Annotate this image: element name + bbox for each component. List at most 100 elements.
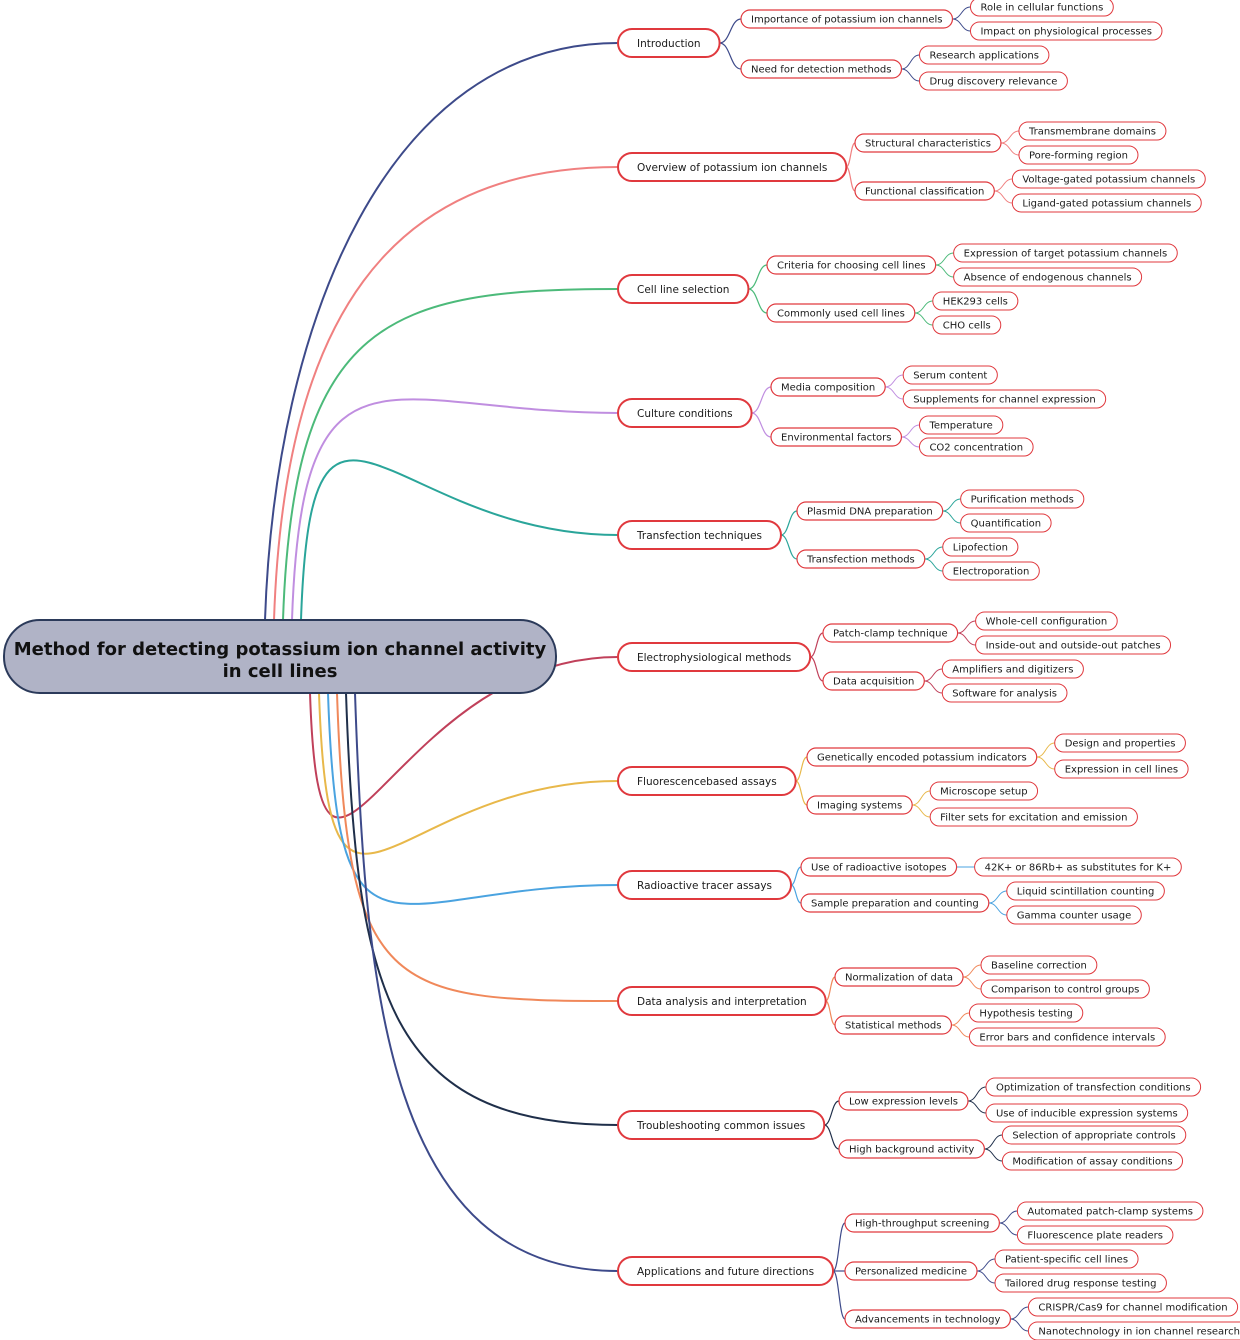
subtopic-node[interactable]: High background activity xyxy=(838,1139,985,1159)
topic-node-11[interactable]: Applications and future directions xyxy=(617,1256,835,1286)
leaf-node[interactable]: Comparison to control groups xyxy=(980,979,1150,999)
leaf-label: Fluorescence plate readers xyxy=(1027,1231,1163,1242)
leaf-connector xyxy=(994,190,1013,204)
subtopic-node[interactable]: Media composition xyxy=(770,377,886,397)
leaf-node-shape xyxy=(1018,121,1167,141)
leaf-node[interactable]: Selection of appropriate controls xyxy=(1001,1125,1187,1145)
leaf-label: Supplements for channel expression xyxy=(913,395,1095,406)
subtopic-node[interactable]: Personalized medicine xyxy=(844,1261,978,1281)
leaf-node[interactable]: Serum content xyxy=(902,365,998,385)
subtopic-node[interactable]: Environmental factors xyxy=(770,427,903,447)
leaf-connector xyxy=(952,6,971,20)
leaf-node[interactable]: CRISPR/Cas9 for channel modification xyxy=(1027,1297,1239,1317)
leaf-node-shape xyxy=(960,489,1085,509)
leaf-node[interactable]: Patient-specific cell lines xyxy=(994,1249,1139,1269)
leaf-node[interactable]: Gamma counter usage xyxy=(1006,905,1142,925)
leaf-node[interactable]: Role in cellular functions xyxy=(969,0,1114,17)
leaf-node[interactable]: Quantification xyxy=(960,513,1052,533)
subtopic-node[interactable]: Normalization of data xyxy=(834,967,964,987)
subtopic-node[interactable]: Genetically encoded potassium indicators xyxy=(806,747,1038,767)
subtopic-node[interactable]: Transfection methods xyxy=(796,549,926,569)
subtopic-node[interactable]: Functional classification xyxy=(854,181,995,201)
topic-node-3[interactable]: Cell line selection xyxy=(617,274,750,304)
leaf-node[interactable]: Microscope setup xyxy=(929,781,1039,801)
leaf-node[interactable]: Filter sets for excitation and emission xyxy=(929,807,1138,827)
leaf-node[interactable]: Temperature xyxy=(918,415,1004,435)
subtopic-node[interactable]: Patch-clamp technique xyxy=(822,623,959,643)
leaf-node[interactable]: Expression of target potassium channels xyxy=(953,243,1178,263)
subtopic-label: Sample preparation and counting xyxy=(811,899,979,910)
topic-node-10[interactable]: Troubleshooting common issues xyxy=(617,1110,826,1140)
leaf-node[interactable]: Automated patch-clamp systems xyxy=(1016,1201,1204,1221)
topic-node-5[interactable]: Transfection techniques xyxy=(617,520,782,550)
leaf-node[interactable]: Liquid scintillation counting xyxy=(1006,881,1165,901)
leaf-node[interactable]: Error bars and confidence intervals xyxy=(968,1027,1166,1047)
leaf-node[interactable]: Voltage-gated potassium channels xyxy=(1011,169,1206,189)
topic-node-8[interactable]: Radioactive tracer assays xyxy=(617,870,793,900)
subtopic-node[interactable]: Plasmid DNA preparation xyxy=(796,501,944,521)
leaf-node[interactable]: HEK293 cells xyxy=(932,291,1019,311)
leaf-node[interactable]: Fluorescence plate readers xyxy=(1016,1225,1174,1245)
subtopic-node[interactable]: Need for detection methods xyxy=(740,59,903,79)
leaf-node[interactable]: CHO cells xyxy=(932,315,1002,335)
subtopic-node[interactable]: Use of radioactive isotopes xyxy=(800,857,958,877)
leaf-node[interactable]: Research applications xyxy=(918,45,1050,65)
leaf-node[interactable]: Impact on physiological processes xyxy=(969,21,1163,41)
leaf-node[interactable]: Transmembrane domains xyxy=(1018,121,1167,141)
topic-node-2[interactable]: Overview of potassium ion channels xyxy=(617,152,848,182)
leaf-node[interactable]: Drug discovery relevance xyxy=(918,71,1068,91)
leaf-label: Selection of appropriate controls xyxy=(1012,1131,1175,1142)
leaf-node[interactable]: Optimization of transfection conditions xyxy=(985,1077,1202,1097)
leaf-node[interactable]: Electroporation xyxy=(942,561,1040,581)
subtopic-node[interactable]: Importance of potassium ion channels xyxy=(740,9,954,29)
subtopic-node[interactable]: Structural characteristics xyxy=(854,133,1002,153)
leaf-node-shape xyxy=(1054,733,1186,753)
leaf-node[interactable]: Design and properties xyxy=(1054,733,1186,753)
topic-node-4[interactable]: Culture conditions xyxy=(617,398,753,428)
leaf-node[interactable]: Baseline correction xyxy=(980,955,1098,975)
leaf-node[interactable]: CO2 concentration xyxy=(918,437,1034,457)
subtopic-node[interactable]: Commonly used cell lines xyxy=(766,303,916,323)
leaf-node[interactable]: Whole-cell configuration xyxy=(975,611,1118,631)
leaf-node-shape xyxy=(1011,169,1206,189)
leaf-node-shape xyxy=(1011,193,1202,213)
leaf-node[interactable]: Amplifiers and digitizers xyxy=(941,659,1084,679)
leaf-node[interactable]: Expression in cell lines xyxy=(1054,759,1189,779)
leaf-node[interactable]: Ligand-gated potassium channels xyxy=(1011,193,1202,213)
subtopic-node[interactable]: Statistical methods xyxy=(834,1015,953,1035)
leaf-node[interactable]: Purification methods xyxy=(960,489,1085,509)
leaf-node[interactable]: Pore-forming region xyxy=(1018,145,1139,165)
leaf-node[interactable]: Use of inducible expression systems xyxy=(985,1103,1189,1123)
subtopic-node[interactable]: Imaging systems xyxy=(806,795,913,815)
subtopic-node[interactable]: High-throughput screening xyxy=(844,1213,1000,1233)
leaf-node-shape xyxy=(902,365,998,385)
leaf-connector xyxy=(976,1270,996,1284)
topic-node-9[interactable]: Data analysis and interpretation xyxy=(617,986,827,1016)
leaf-label: Patient-specific cell lines xyxy=(1005,1255,1128,1266)
subtopic-node[interactable]: Sample preparation and counting xyxy=(800,893,990,913)
leaf-node[interactable]: Modification of assay conditions xyxy=(1001,1151,1184,1171)
topic-node-6[interactable]: Electrophysiological methods xyxy=(617,642,812,672)
topic-node-7[interactable]: Fluorescencebased assays xyxy=(617,766,797,796)
topic-node-1[interactable]: Introduction xyxy=(617,28,721,58)
leaf-connector xyxy=(924,680,943,694)
leaf-node[interactable]: Tailored drug response testing xyxy=(994,1273,1167,1293)
leaf-node[interactable]: Nanotechnology in ion channel research xyxy=(1027,1321,1240,1340)
leaf-node[interactable]: Supplements for channel expression xyxy=(902,389,1107,409)
subtopic-node[interactable]: Criteria for choosing cell lines xyxy=(766,255,937,275)
leaf-node-shape xyxy=(929,781,1039,801)
leaf-node[interactable]: Absence of endogenous channels xyxy=(953,267,1143,287)
leaf-node[interactable]: Lipofection xyxy=(942,537,1019,557)
leaf-label: Use of inducible expression systems xyxy=(996,1109,1178,1120)
leaf-label: Expression of target potassium channels xyxy=(964,249,1168,260)
subtopic-node-shape xyxy=(800,857,958,877)
leaf-node[interactable]: Hypothesis testing xyxy=(968,1003,1084,1023)
subtopic-connector xyxy=(790,884,802,904)
leaf-node[interactable]: Inside-out and outside-out patches xyxy=(975,635,1172,655)
subtopic-node[interactable]: Low expression levels xyxy=(838,1091,969,1111)
leaf-node[interactable]: Software for analysis xyxy=(941,683,1068,703)
leaf-node[interactable]: 42K+ or 86Rb+ as substitutes for K+ xyxy=(974,857,1182,877)
subtopic-node[interactable]: Data acquisition xyxy=(822,671,925,691)
subtopic-node[interactable]: Advancements in technology xyxy=(844,1309,1012,1329)
root-node[interactable]: Method for detecting potassium ion chann… xyxy=(3,619,557,694)
